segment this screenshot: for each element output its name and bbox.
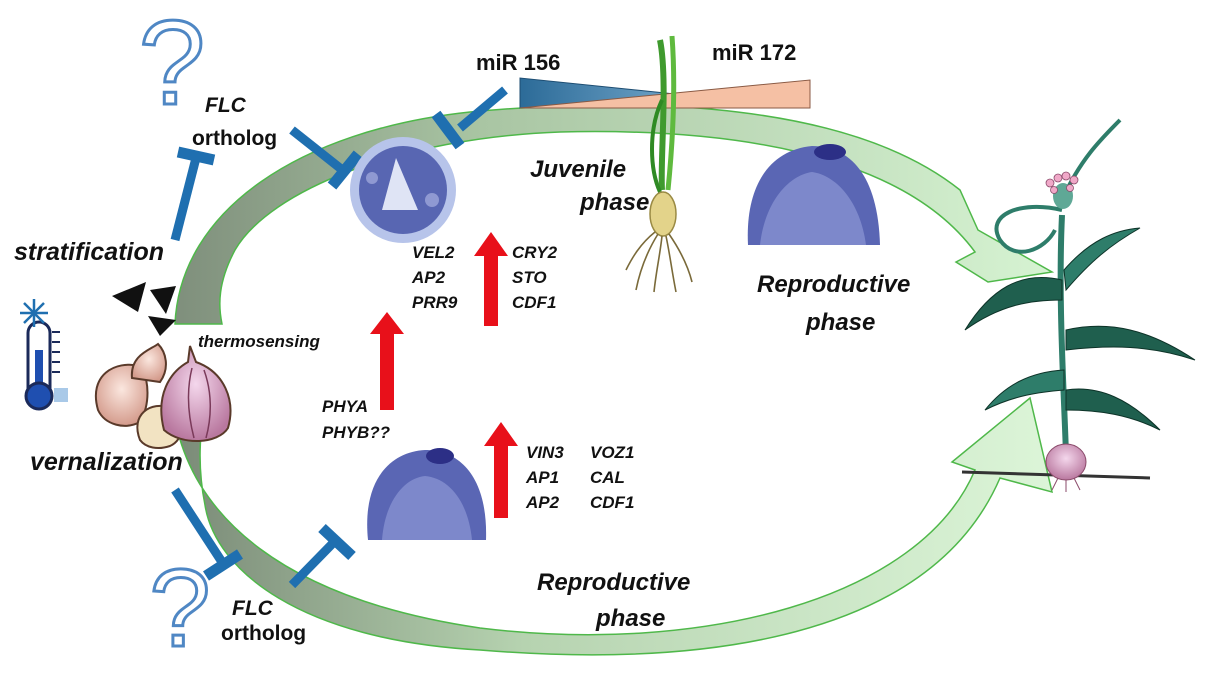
flc-bottom-label-1: FLC <box>232 597 274 620</box>
juvenile-phase-label-1: Juvenile <box>530 156 626 183</box>
gene-label: CDF1 <box>590 493 634 512</box>
gene-label: AP2 <box>525 493 560 512</box>
thermometer-icon <box>24 320 68 411</box>
gene-label: VIN3 <box>526 443 564 462</box>
question-mark-icon: ? <box>149 547 210 670</box>
stratification-label: stratification <box>14 238 164 266</box>
seedling-icon <box>625 35 693 293</box>
cycle-arrow-bottom <box>171 396 1054 656</box>
gene-label: CAL <box>590 468 625 487</box>
gene-label: VEL2 <box>412 243 455 262</box>
inhibitor-mir156 <box>431 86 508 150</box>
gene-label: VOZ1 <box>590 443 634 462</box>
gene-label: CRY2 <box>512 243 558 262</box>
gene-label: STO <box>512 268 547 287</box>
inhibitor-vernalization <box>171 487 243 581</box>
seeds-icon <box>112 282 176 336</box>
snowflake-icon <box>20 299 48 327</box>
gene-label: AP1 <box>525 468 559 487</box>
inhibitor-flc-top <box>289 126 363 190</box>
gene-label: PHYA <box>322 397 368 416</box>
flc-bottom-label-2: ortholog <box>221 622 306 645</box>
shoot-apex-icon <box>350 137 456 243</box>
reproductive-phase-bottom-label-2: phase <box>595 605 665 632</box>
flc-top-label-2: ortholog <box>192 127 277 150</box>
red-arrow-middle <box>370 312 404 410</box>
red-arrow-upper <box>474 232 508 326</box>
red-arrow-lower <box>484 422 518 518</box>
reproductive-phase-right-label-2: phase <box>805 309 875 336</box>
inhibitor-stratification <box>170 146 216 242</box>
garlic-bulbs-icon <box>95 342 232 449</box>
mir156-label: miR 156 <box>476 50 560 75</box>
gene-label: PRR9 <box>412 293 458 312</box>
thermosensing-label: thermosensing <box>198 332 320 351</box>
flc-top-label-1: FLC <box>205 94 247 117</box>
gene-label: PHYB?? <box>322 423 391 442</box>
vernalization-label: vernalization <box>30 448 183 476</box>
shoot-apex-icon <box>367 448 487 540</box>
reproductive-phase-bottom-label-1: Reproductive <box>537 569 690 596</box>
inhibitor-flc-bottom <box>288 523 356 589</box>
flowering-garlic-plant-icon <box>961 118 1196 492</box>
mir172-label: miR 172 <box>712 40 796 65</box>
question-mark-icon: ? <box>139 0 206 130</box>
gene-label: CDF1 <box>512 293 556 312</box>
gene-label: AP2 <box>411 268 446 287</box>
juvenile-phase-label-2: phase <box>579 189 649 216</box>
reproductive-phase-right-label-1: Reproductive <box>757 271 910 298</box>
shoot-apex-icon <box>747 144 880 245</box>
